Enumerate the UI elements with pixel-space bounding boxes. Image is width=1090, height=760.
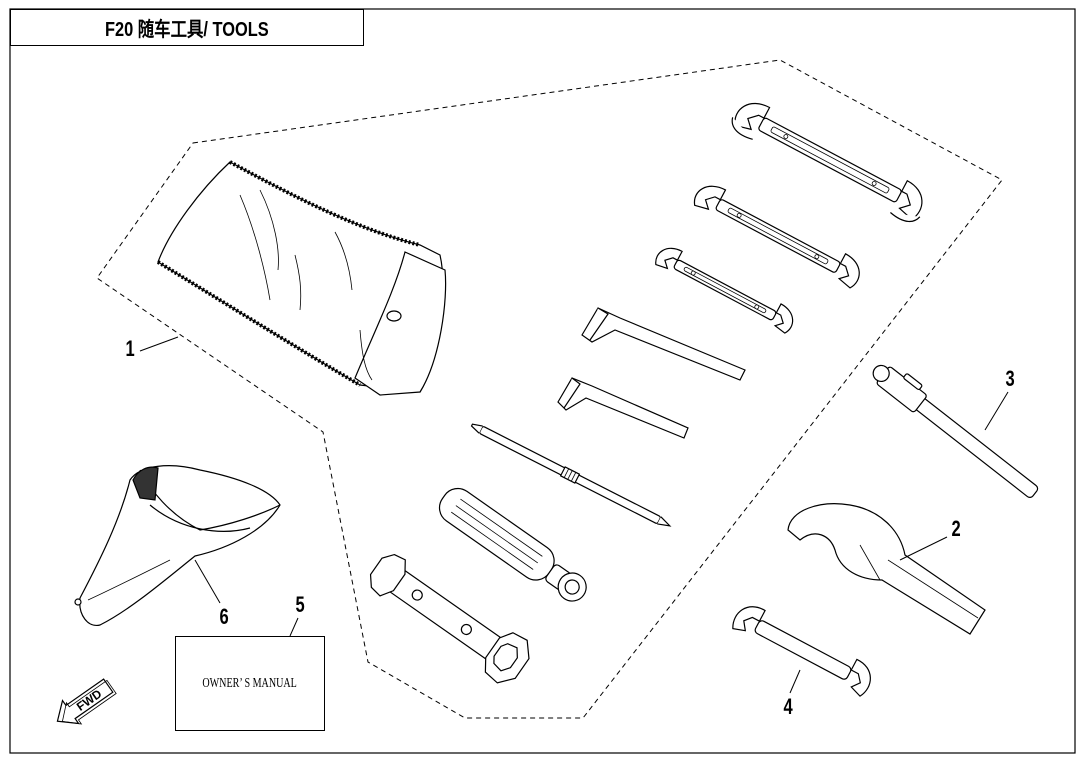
screwdriver-handle: [438, 487, 587, 602]
callout-2: 2: [951, 516, 961, 541]
callout-5: 5: [295, 592, 305, 617]
hook-spanner: [787, 503, 986, 635]
leader-line-6: [194, 559, 221, 604]
title-box: F20 随车工具/ TOOLS: [10, 9, 364, 46]
callout-6: 6: [219, 604, 229, 629]
leader-line-5: [289, 617, 299, 637]
manual-label: OWNER’ S MANUAL: [202, 675, 298, 691]
callout-3: 3: [1005, 366, 1015, 391]
owners-manual: OWNER’ S MANUAL: [175, 636, 325, 731]
box-spanner: [369, 553, 530, 684]
screwdriver-shaft: [470, 423, 672, 527]
tool-kit-boundary: [96, 59, 1003, 719]
callout-1: 1: [125, 336, 135, 361]
page-title: F20 随车工具/ TOOLS: [105, 19, 269, 41]
fwd-arrow-icon: FWD: [56, 678, 117, 725]
open-end-wrench: [732, 606, 871, 697]
leader-line-1: [139, 336, 179, 352]
plastic-cover: [74, 465, 281, 626]
leader-line-2: [899, 536, 948, 561]
double-open-wrench-large: [731, 102, 923, 223]
hex-key-small: [557, 377, 689, 439]
leader-line-4: [789, 669, 801, 694]
callout-4: 4: [783, 694, 793, 719]
leader-lines: [139, 336, 1009, 694]
outer-frame: [9, 8, 1076, 754]
double-open-wrench-small: [655, 247, 794, 334]
tool-bag: [156, 160, 447, 396]
hex-key-large: [581, 307, 746, 381]
tommy-bar: [872, 364, 1039, 498]
double-open-wrench-medium: [694, 185, 860, 289]
leader-line-3: [984, 391, 1009, 431]
